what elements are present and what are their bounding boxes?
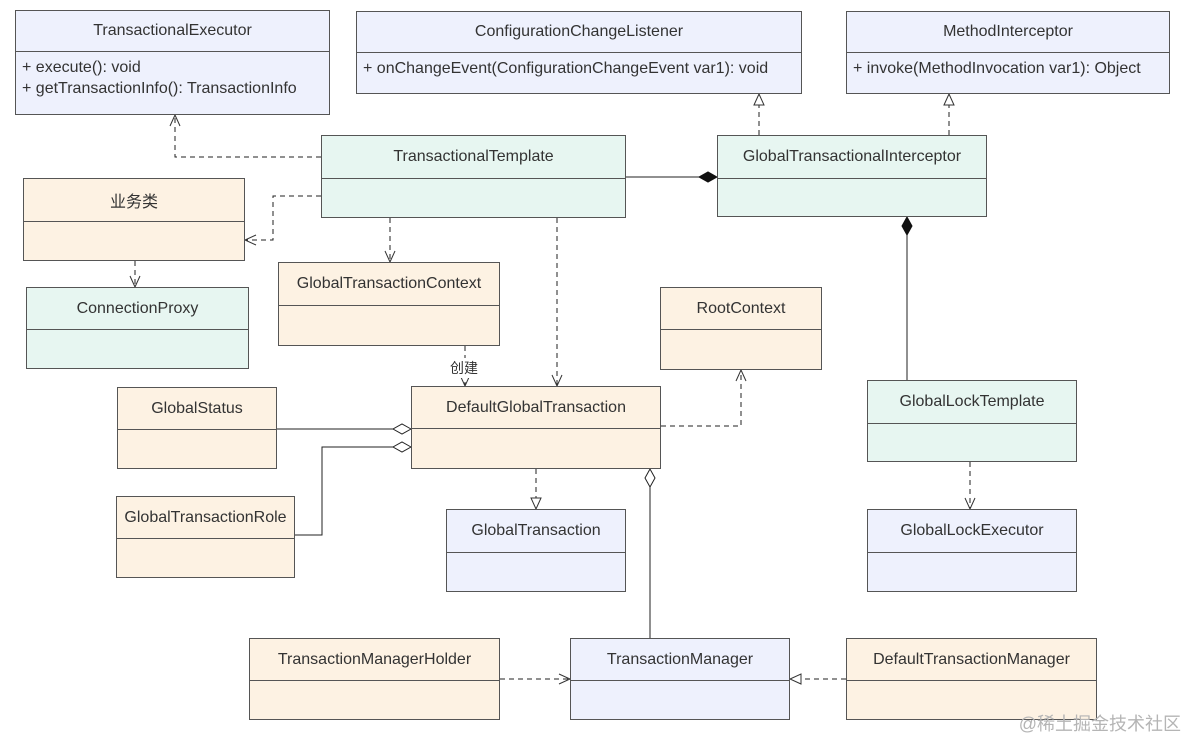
- class-methods: + execute(): void + getTransactionInfo()…: [16, 52, 329, 104]
- class-name: ConfigurationChangeListener: [357, 12, 801, 53]
- class-global-transactional-interceptor[interactable]: GlobalTransactionalInterceptor: [717, 135, 987, 217]
- class-global-lock-executor[interactable]: GlobalLockExecutor: [867, 509, 1077, 592]
- class-transaction-manager[interactable]: TransactionManager: [570, 638, 790, 720]
- class-methods: + onChangeEvent(ConfigurationChangeEvent…: [357, 53, 801, 84]
- class-default-transaction-manager[interactable]: DefaultTransactionManager: [846, 638, 1097, 720]
- class-root-context[interactable]: RootContext: [660, 287, 822, 370]
- watermark: @稀土掘金技术社区: [1018, 714, 1181, 734]
- class-name: GlobalStatus: [118, 388, 276, 430]
- aggregation-diamond: [644, 467, 656, 489]
- class-name: GlobalTransactionContext: [279, 263, 499, 306]
- class-name: 业务类: [24, 179, 244, 222]
- class-global-transaction-role[interactable]: GlobalTransactionRole: [116, 496, 295, 578]
- class-name: TransactionalTemplate: [322, 136, 625, 179]
- class-name: TransactionManager: [571, 639, 789, 681]
- class-connection-proxy[interactable]: ConnectionProxy: [26, 287, 249, 369]
- edge-template-to-executor: [169, 113, 321, 158]
- class-global-lock-template[interactable]: GlobalLockTemplate: [867, 380, 1077, 462]
- class-global-transaction-context[interactable]: GlobalTransactionContext: [278, 262, 500, 346]
- method-execute: + execute(): void: [22, 59, 141, 76]
- method-get-transaction-info: + getTransactionInfo(): TransactionInfo: [22, 80, 297, 97]
- class-methods: + invoke(MethodInvocation var1): Object: [847, 53, 1169, 84]
- edge-label-create: 创建: [448, 358, 480, 378]
- class-name: RootContext: [661, 288, 821, 330]
- edge-defaultglobaltx-to-rootcontext: [661, 368, 747, 427]
- class-transactional-template[interactable]: TransactionalTemplate: [321, 135, 626, 218]
- class-default-global-transaction[interactable]: DefaultGlobalTransaction: [411, 386, 661, 469]
- class-name: TransactionManagerHolder: [250, 639, 499, 681]
- class-name: GlobalTransactionRole: [117, 497, 294, 539]
- class-name: TransactionalExecutor: [16, 11, 329, 52]
- class-method-interceptor[interactable]: MethodInterceptor + invoke(MethodInvocat…: [846, 11, 1170, 94]
- class-global-status[interactable]: GlobalStatus: [117, 387, 277, 469]
- edge-defaultglobaltx-aggregates-role: [295, 446, 411, 536]
- aggregation-diamond: [391, 441, 413, 453]
- class-name: GlobalLockTemplate: [868, 381, 1076, 424]
- class-transactional-executor[interactable]: TransactionalExecutor + execute(): void …: [15, 10, 330, 115]
- class-configuration-change-listener[interactable]: ConfigurationChangeListener + onChangeEv…: [356, 11, 802, 94]
- class-name: DefaultGlobalTransaction: [412, 387, 660, 429]
- class-transaction-manager-holder[interactable]: TransactionManagerHolder: [249, 638, 500, 720]
- class-name: DefaultTransactionManager: [847, 639, 1096, 681]
- class-name: GlobalTransaction: [447, 510, 625, 553]
- class-name: MethodInterceptor: [847, 12, 1169, 53]
- method-invoke: + invoke(MethodInvocation var1): Object: [853, 60, 1141, 77]
- method-on-change-event: + onChangeEvent(ConfigurationChangeEvent…: [363, 60, 769, 77]
- class-name: GlobalLockExecutor: [868, 510, 1076, 553]
- edge-template-to-business: [243, 195, 321, 246]
- class-name: GlobalTransactionalInterceptor: [718, 136, 986, 179]
- composition-diamond: [901, 215, 913, 237]
- composition-diamond: [697, 171, 719, 183]
- class-global-transaction[interactable]: GlobalTransaction: [446, 509, 626, 592]
- class-name: ConnectionProxy: [27, 288, 248, 330]
- aggregation-diamond: [391, 423, 413, 435]
- class-business[interactable]: 业务类: [23, 178, 245, 261]
